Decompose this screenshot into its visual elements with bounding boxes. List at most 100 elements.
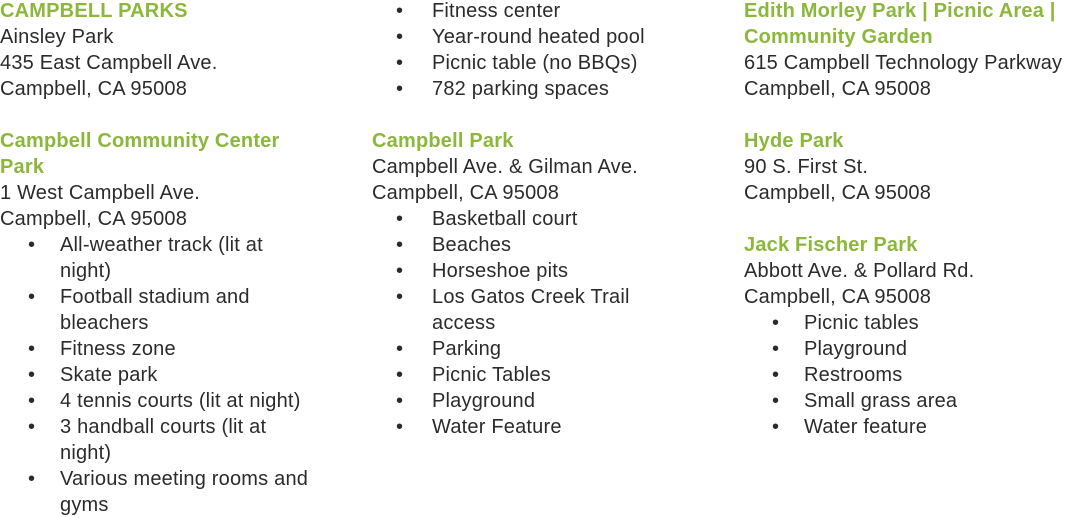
bullet-icon: • <box>772 364 780 386</box>
jack-fischer-features-list: •Picnic tables•Playground•Restrooms•Smal… <box>744 310 1080 440</box>
list-item-line: Parking <box>432 338 502 360</box>
list-item-line: Fitness zone <box>60 338 176 360</box>
bullet-icon: • <box>28 390 36 412</box>
campbell-park-heading-text: Campbell Park <box>372 130 514 152</box>
hyde-park-address-city: Campbell, CA 95008 <box>744 182 932 204</box>
bullet-icon: • <box>772 390 780 412</box>
column-middle: •Fitness center•Year-round heated pool•P… <box>372 0 717 440</box>
list-item-line: Basketball court <box>432 208 578 230</box>
list-item-line: Picnic table (no BBQs) <box>432 52 638 74</box>
list-item-text: Small grass area <box>744 388 1080 414</box>
bullet-icon: • <box>28 286 36 308</box>
list-item-line: 3 handball courts (lit at <box>60 416 267 438</box>
bullet-icon: • <box>396 416 404 438</box>
bullet-icon: • <box>396 338 404 360</box>
list-item-text: Picnic Tables <box>372 362 717 388</box>
bullet-icon: • <box>396 364 404 386</box>
list-item-text: 782 parking spaces <box>372 76 717 102</box>
list-item-line: Playground <box>432 390 536 412</box>
campbell-park-heading: Campbell Park <box>372 128 717 154</box>
bullet-icon: • <box>28 364 36 386</box>
list-item-line: Fitness center <box>432 0 561 22</box>
list-item-line: Picnic Tables <box>432 364 551 386</box>
bullet-icon: • <box>396 208 404 230</box>
list-item: • Parking <box>372 336 717 362</box>
list-item-line: access <box>432 312 496 334</box>
list-item-text: Water Feature <box>372 414 717 440</box>
ainsley-park-address-street: 435 East Campbell Ave. <box>0 52 218 74</box>
list-item-line: Skate park <box>60 364 158 386</box>
list-item-text: 4 tennis courts (lit at night) <box>0 388 345 414</box>
list-item-text: 3 handball courts (lit at night) <box>0 414 345 466</box>
list-item-line: Beaches <box>432 234 512 256</box>
ainsley-park-name: Ainsley Park <box>0 26 114 48</box>
column-right: Edith Morley Park | Picnic Area | Commun… <box>744 0 1080 440</box>
list-item: • Picnic tables <box>744 310 1080 336</box>
list-item-line: Playground <box>804 338 908 360</box>
list-item: • Basketball court <box>372 206 717 232</box>
list-item: • 782 parking spaces <box>372 76 717 102</box>
list-item-text: Skate park <box>0 362 345 388</box>
hyde-park-heading: Hyde Park <box>744 128 1080 154</box>
community-center-address-city: Campbell, CA 95008 <box>0 208 188 230</box>
bullet-icon: • <box>772 312 780 334</box>
list-item: •Water feature <box>744 414 1080 440</box>
column-left: CAMPBELL PARKS Ainsley Park 435 East Cam… <box>0 0 345 518</box>
list-item-line: Various meeting rooms and <box>60 468 309 490</box>
list-item-line: Picnic tables <box>804 312 919 334</box>
list-item-line: Small grass area <box>804 390 958 412</box>
ainsley-park-address-city: Campbell, CA 95008 <box>0 78 188 100</box>
list-item-text: Fitness zone <box>0 336 345 362</box>
hyde-park-heading-text: Hyde Park <box>744 130 844 152</box>
spacer <box>0 102 345 128</box>
section-title-text: CAMPBELL PARKS <box>0 0 188 22</box>
list-item-line: night) <box>60 442 112 464</box>
edith-morley-park-heading: Edith Morley Park | Picnic Area | Commun… <box>744 0 1080 50</box>
list-item: •Horseshoe pits <box>372 258 717 284</box>
list-item-line: bleachers <box>60 312 149 334</box>
list-item-text: Los Gatos Creek Trail access <box>372 284 717 336</box>
list-item: • Various meeting rooms and gyms <box>0 466 345 518</box>
edith-morley-park-heading-line1: Edith Morley Park | Picnic Area | <box>744 0 1056 22</box>
list-item: • Los Gatos Creek Trail access <box>372 284 717 336</box>
list-item-line: night) <box>60 260 112 282</box>
list-item: •4 tennis courts (lit at night) <box>0 388 345 414</box>
bullet-icon: • <box>396 0 404 22</box>
list-item-text: Restrooms <box>744 362 1080 388</box>
bullet-icon: • <box>396 78 404 100</box>
bullet-icon: • <box>396 390 404 412</box>
list-item-line: Los Gatos Creek Trail <box>432 286 630 308</box>
bullet-icon: • <box>396 234 404 256</box>
list-item-text: Basketball court <box>372 206 717 232</box>
bullet-icon: • <box>396 52 404 74</box>
list-item: •Year-round heated pool <box>372 24 717 50</box>
jack-fischer-park-heading-text: Jack Fischer Park <box>744 234 918 256</box>
spacer <box>372 102 717 128</box>
bullet-icon: • <box>28 468 36 490</box>
list-item-line: gyms <box>60 494 109 516</box>
list-item: • Picnic table (no BBQs) <box>372 50 717 76</box>
list-item: • Small grass area <box>744 388 1080 414</box>
bullet-icon: • <box>396 286 404 308</box>
list-item-text: Playground <box>372 388 717 414</box>
list-item: •Fitness zone <box>0 336 345 362</box>
list-item-line: All-weather track (lit at <box>60 234 263 256</box>
list-item: • Beaches <box>372 232 717 258</box>
list-item-line: 782 parking spaces <box>432 78 610 100</box>
spacer <box>744 102 1080 128</box>
list-item: • Playground <box>372 388 717 414</box>
community-center-park-heading-line1: Campbell Community Center <box>0 130 280 152</box>
list-item-text: Picnic tables <box>744 310 1080 336</box>
list-item-text: Fitness center <box>372 0 717 24</box>
list-item: •Playground <box>744 336 1080 362</box>
list-item-text: Water feature <box>744 414 1080 440</box>
list-item-text: Horseshoe pits <box>372 258 717 284</box>
list-item: •Water Feature <box>372 414 717 440</box>
list-item-text: Parking <box>372 336 717 362</box>
community-center-park-heading-line2: Park <box>0 156 45 178</box>
jack-fischer-park-heading: Jack Fischer Park <box>744 232 1080 258</box>
